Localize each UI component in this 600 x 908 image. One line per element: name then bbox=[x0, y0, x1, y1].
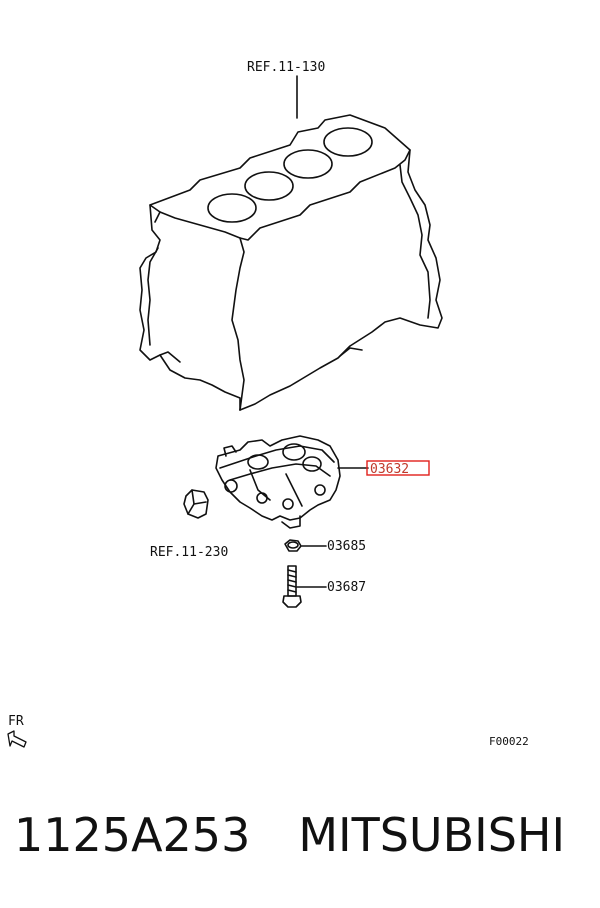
part-label-03687[interactable]: 03687 bbox=[327, 580, 366, 595]
engine-block bbox=[139, 114, 443, 411]
part-label-03632[interactable]: 03632 bbox=[370, 462, 409, 477]
brand-name: MITSUBISHI bbox=[298, 808, 566, 862]
front-label: FR bbox=[8, 714, 24, 729]
ref-top-label: REF.11-130 bbox=[247, 60, 325, 75]
balancer-assembly bbox=[215, 435, 341, 529]
figure-code: F00022 bbox=[489, 735, 529, 748]
bracket-part bbox=[183, 489, 209, 519]
front-arrow-icon bbox=[7, 730, 27, 748]
caption: 1125A253 MITSUBISHI bbox=[14, 808, 565, 862]
part-label-03685[interactable]: 03685 bbox=[327, 539, 366, 554]
ref-side-label: REF.11-230 bbox=[150, 545, 228, 560]
part-highlight-box[interactable] bbox=[366, 460, 430, 476]
bolt-part bbox=[282, 565, 302, 608]
part-number: 1125A253 bbox=[14, 808, 251, 862]
nut-part bbox=[284, 539, 302, 552]
